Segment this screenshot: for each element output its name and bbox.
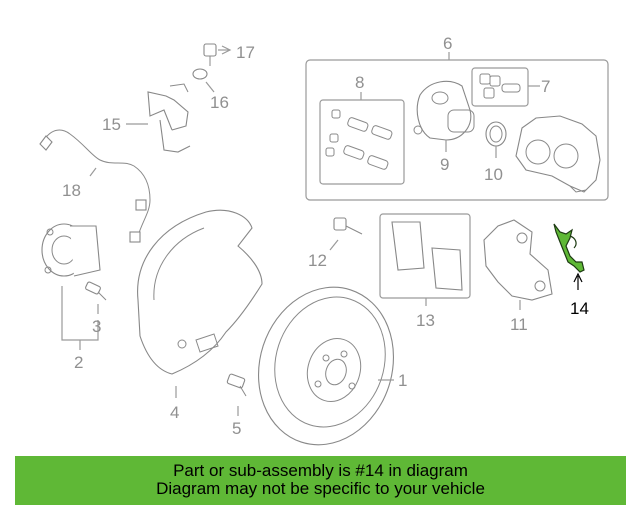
hub-bolt[interactable]: 3 — [85, 281, 107, 336]
callout-13[interactable]: 13 — [416, 311, 435, 330]
caliper-bolt[interactable]: 12 — [308, 217, 363, 270]
callout-18[interactable]: 18 — [62, 181, 81, 200]
banner-line-2: Diagram may not be specific to your vehi… — [156, 479, 485, 498]
caliper-bracket[interactable]: 11 — [483, 219, 553, 334]
anti-rattle-clip[interactable]: 14 — [553, 223, 589, 318]
guide-pin-kit-box: 8 — [319, 73, 405, 185]
brake-rotor[interactable]: 1 — [239, 270, 414, 456]
callout-3[interactable]: 3 — [92, 317, 101, 336]
callout-2[interactable]: 2 — [74, 353, 83, 372]
sensor-bracket[interactable]: 15 — [102, 83, 191, 153]
callout-14[interactable]: 14 — [570, 299, 589, 318]
sensor-bolt[interactable]: 17 — [203, 43, 255, 66]
callout-10[interactable]: 10 — [484, 165, 503, 184]
callout-4[interactable]: 4 — [170, 403, 179, 422]
piston-seal[interactable]: 10 — [484, 121, 507, 184]
callout-16[interactable]: 16 — [210, 93, 229, 112]
dust-shield[interactable]: 4 — [137, 209, 263, 422]
brake-pads-box[interactable]: 13 — [379, 213, 471, 330]
sensor-washer[interactable]: 16 — [192, 68, 229, 112]
parts-diagram: 6 8 7 9 — [39, 34, 609, 456]
shield-bolt[interactable]: 5 — [226, 373, 247, 438]
info-banner: Part or sub-assembly is #14 in diagram D… — [15, 456, 626, 505]
caliper-assembly-box: 6 — [305, 34, 609, 201]
abs-sensor-cable[interactable]: 18 — [39, 129, 151, 243]
callout-12[interactable]: 12 — [308, 251, 327, 270]
callout-15[interactable]: 15 — [102, 115, 121, 134]
callout-6[interactable]: 6 — [443, 34, 452, 53]
callout-5[interactable]: 5 — [232, 419, 241, 438]
caliper-body[interactable] — [515, 115, 601, 193]
callout-7[interactable]: 7 — [541, 77, 550, 96]
callout-1[interactable]: 1 — [398, 371, 407, 390]
callout-11[interactable]: 11 — [510, 315, 528, 334]
bleeder-kit-box: 7 — [471, 67, 550, 107]
callout-17[interactable]: 17 — [236, 43, 255, 62]
hub-bearing[interactable]: 2 — [41, 223, 101, 372]
callout-8[interactable]: 8 — [355, 73, 364, 92]
caliper-housing[interactable]: 9 — [413, 80, 475, 174]
callout-9[interactable]: 9 — [440, 155, 449, 174]
banner-line-1: Part or sub-assembly is #14 in diagram — [173, 461, 468, 480]
